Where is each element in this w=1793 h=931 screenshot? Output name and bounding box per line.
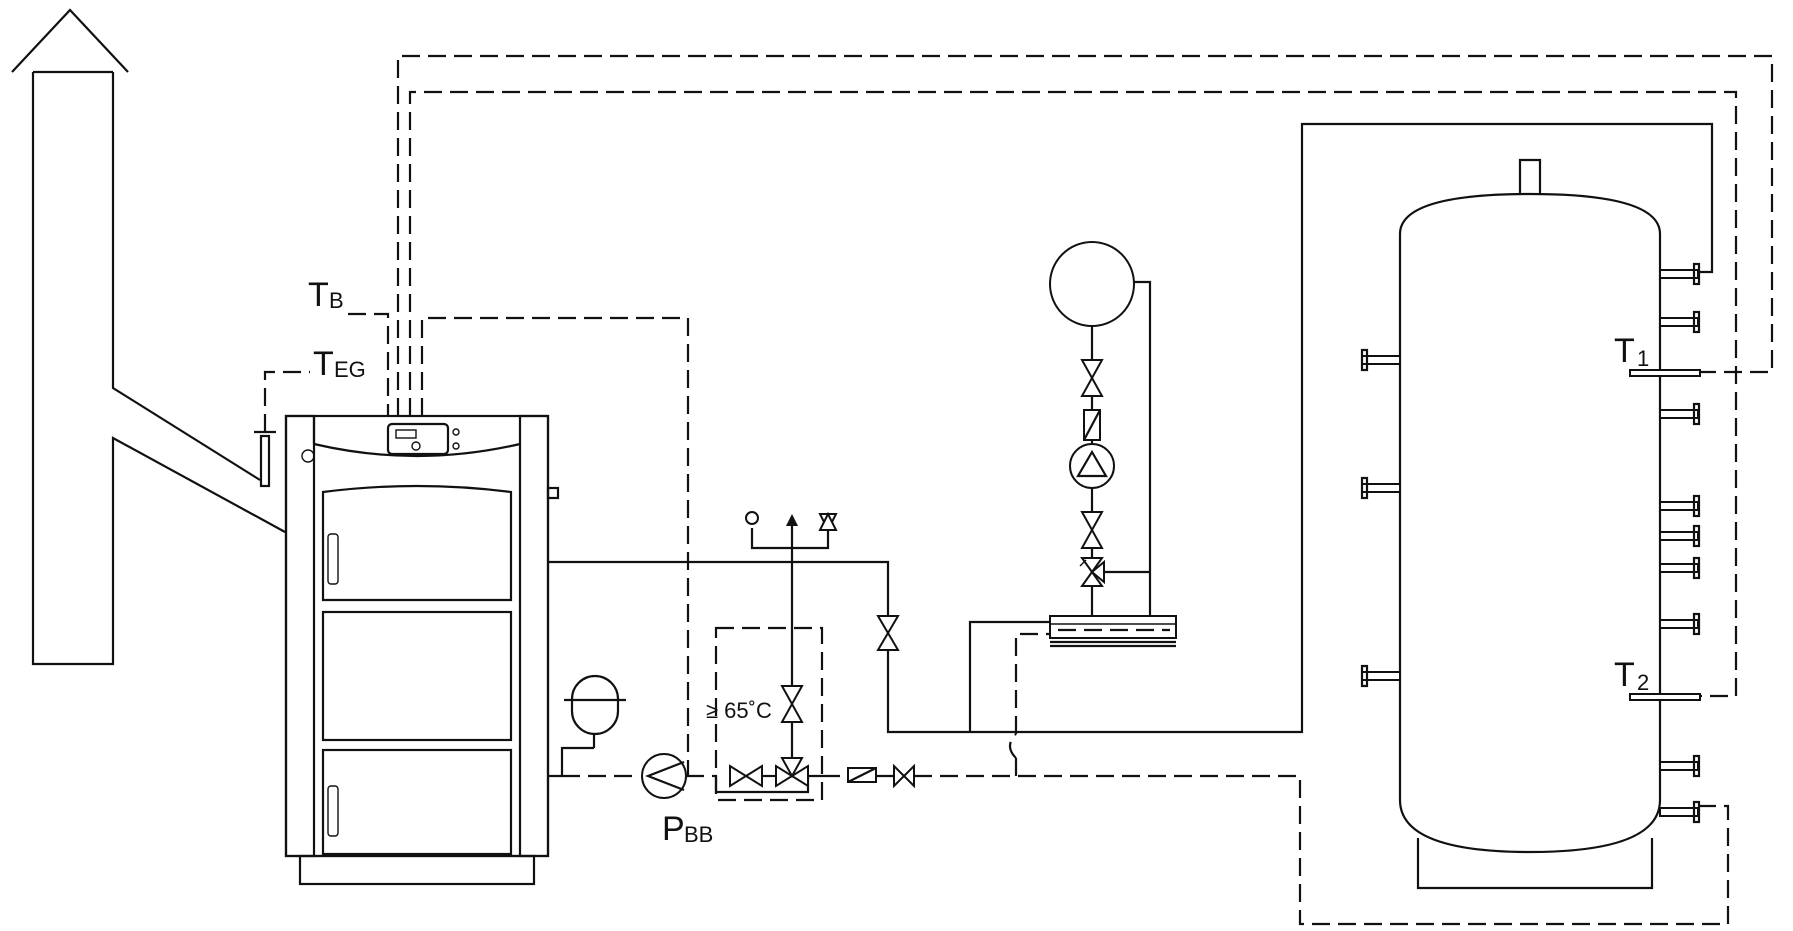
pressure-gauge-icon: [745, 511, 759, 525]
t2-sensor-well: [1629, 693, 1701, 701]
svg-text:B: B: [329, 288, 344, 313]
tb-sensor-line: [348, 312, 390, 416]
label-pbb: P BB: [662, 810, 713, 848]
pump-pbb: [641, 753, 687, 799]
heat-exchanger-manifold: [1049, 615, 1177, 648]
svg-text:T: T: [313, 345, 334, 383]
return-check-valve: [822, 763, 915, 789]
svg-text:EG: EG: [334, 357, 366, 382]
svg-text:T: T: [308, 276, 329, 314]
label-t1: T 1: [1614, 332, 1649, 371]
consumer-circuit: [1049, 241, 1152, 616]
flow-gate-valve: [876, 615, 900, 651]
boiler-control-panel: [386, 422, 450, 456]
expansion-vessel: [564, 674, 626, 748]
boiler-indicator-icon: [452, 428, 460, 436]
storage-tank: [1360, 158, 1701, 890]
svg-text:1: 1: [1637, 346, 1649, 371]
svg-text:≥ 65˚C: ≥ 65˚C: [706, 698, 772, 723]
svg-text:T: T: [1614, 332, 1635, 370]
pump-control-cable: [420, 316, 690, 776]
boiler: [284, 414, 560, 886]
t1-sensor-well: [1629, 369, 1701, 377]
consumer-radiator: [1049, 241, 1135, 327]
boiler-top-door: [321, 484, 513, 602]
label-teg: T EG: [313, 345, 366, 383]
label-t2: T 2: [1614, 656, 1649, 695]
return-line: [548, 632, 1730, 926]
chimney-flue: [11, 8, 286, 666]
svg-text:BB: BB: [684, 822, 713, 847]
t2-sensor-cable: [408, 90, 1738, 698]
t1-sensor-cable: [396, 54, 1774, 416]
svg-text:2: 2: [1637, 670, 1649, 695]
svg-text:T: T: [1614, 656, 1635, 694]
return-temp-group: [712, 511, 838, 802]
flow-line: [548, 122, 1714, 734]
svg-text:P: P: [662, 810, 685, 848]
label-tb: T B: [308, 276, 344, 314]
boiler-middle-panel: [321, 610, 513, 742]
label-min-temp: ≥ 65˚C: [706, 698, 772, 723]
boiler-bottom-door: [321, 748, 513, 856]
flue-gas-thermometer: [254, 370, 310, 488]
